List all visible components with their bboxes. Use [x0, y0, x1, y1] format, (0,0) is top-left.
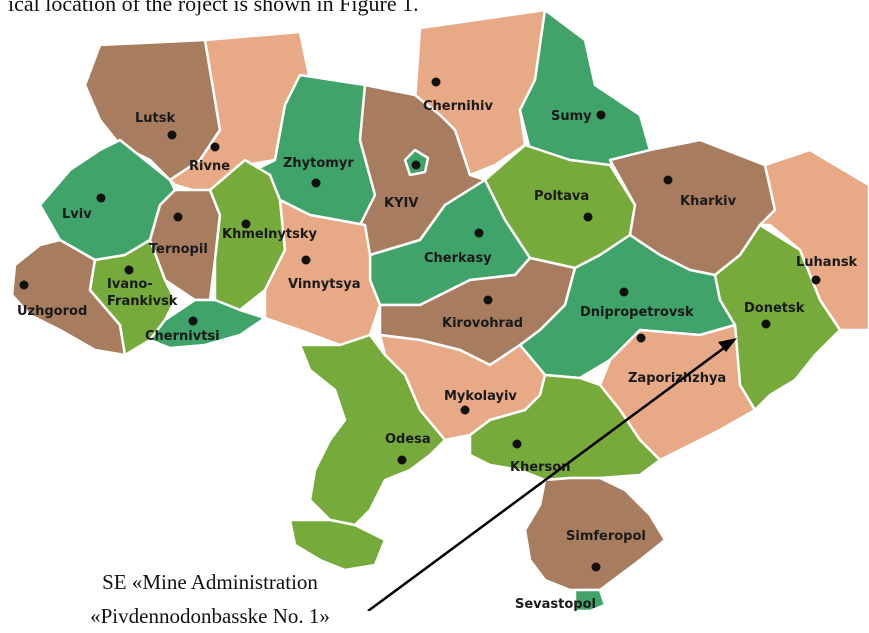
pointer-arrow-line [367, 343, 729, 611]
label-kharkiv: Kharkiv [680, 194, 737, 209]
city-dot-mykolayiv [460, 405, 470, 415]
label-rivne: Rivne [189, 159, 230, 174]
city-dot-kharkiv [663, 175, 673, 185]
city-dot-odesa [397, 455, 407, 465]
label-khmelnytsky: Khmelnytsky [222, 227, 317, 242]
city-dot-donetsk [761, 319, 771, 329]
city-dot-chernivtsi [188, 316, 198, 326]
label-chernivtsi: Chernivtsi [145, 329, 220, 344]
label-sevastopol: Sevastopol [515, 597, 596, 611]
region-odesa [298, 333, 447, 527]
label-lviv: Lviv [62, 207, 92, 222]
label-luhansk: Luhansk [796, 255, 858, 270]
city-dot-ternopil [173, 212, 183, 222]
city-dot-khmelnytsky [241, 219, 251, 229]
city-dot-lutsk [167, 130, 177, 140]
label-donetsk: Donetsk [744, 301, 805, 316]
region-odesa-south [288, 518, 387, 572]
label-simferopol: Simferopol [566, 529, 646, 544]
mine-annotation-line-2: «Pivdennodonbasske No. 1» [90, 604, 330, 628]
label-vinnytsya: Vinnytsya [288, 277, 360, 292]
city-dot-kirovohrad [483, 295, 493, 305]
region-chernivtsi [148, 298, 267, 350]
label-kyiv: KYIV [384, 196, 418, 211]
label-zaporizhzhya: Zaporizhzhya [628, 371, 726, 386]
city-dot-kherson [512, 439, 522, 449]
label-ivano-frankivsk-2: Frankivsk [107, 294, 178, 309]
city-dot-poltava [583, 212, 593, 222]
mine-annotation: SE «Mine Administration «Pivdennodonbass… [40, 565, 380, 633]
city-dot-zaporizhzhya [636, 333, 646, 343]
label-odesa: Odesa [385, 432, 431, 447]
city-dot-lviv [96, 193, 106, 203]
city-dots [19, 77, 821, 572]
ukraine-map: Lutsk Rivne Zhytomyr Chernihiv Sumy Lviv… [10, 8, 869, 611]
city-dot-dnipropetrovsk [619, 287, 629, 297]
city-dot-kyiv [411, 160, 421, 170]
label-mykolayiv: Mykolayiv [444, 389, 517, 404]
label-lutsk: Lutsk [135, 111, 175, 126]
city-dot-zhytomyr [311, 178, 321, 188]
city-dot-simferopol [591, 562, 601, 572]
city-dot-cherkasy [474, 228, 484, 238]
pointer-arrowhead [718, 338, 737, 352]
city-dot-chernihiv [431, 77, 441, 87]
label-chernihiv: Chernihiv [423, 99, 493, 114]
city-dot-luhansk [811, 275, 821, 285]
region-simferopol [523, 476, 667, 592]
label-uzhgorod: Uzhgorod [17, 304, 87, 319]
city-dot-vinnytsya [301, 255, 311, 265]
figure-caption-text: ical location of the roject is shown in … [8, 0, 419, 16]
region-sevastopol [573, 588, 607, 611]
label-ivano-frankivsk-1: Ivano- [107, 277, 153, 292]
city-dot-rivne [210, 142, 220, 152]
label-cherkasy: Cherkasy [424, 251, 492, 266]
label-poltava: Poltava [534, 189, 589, 204]
label-dnipropetrovsk: Dnipropetrovsk [580, 305, 694, 320]
region-kherson [468, 373, 662, 482]
label-sumy: Sumy [551, 109, 592, 124]
city-dot-uzhgorod [19, 280, 29, 290]
mine-annotation-line-1: SE «Mine Administration [102, 570, 318, 594]
region-uzhgorod [10, 238, 127, 357]
label-kirovohrad: Kirovohrad [442, 316, 523, 331]
label-zhytomyr: Zhytomyr [283, 156, 354, 171]
city-dot-ivano-frankivsk [124, 265, 134, 275]
city-dot-sumy [596, 110, 606, 120]
label-ternopil: Ternopil [149, 242, 208, 257]
